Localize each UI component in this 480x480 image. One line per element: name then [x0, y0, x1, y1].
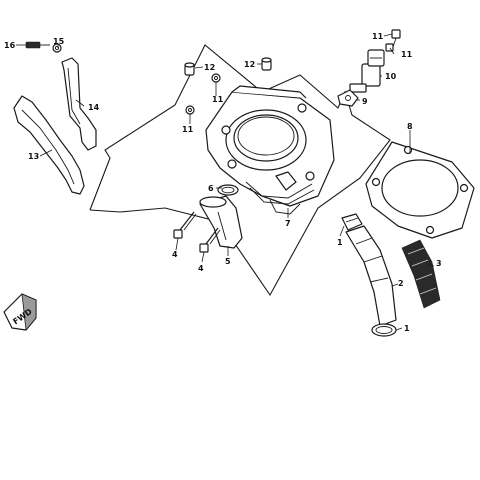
callout-16: 16 [4, 41, 16, 50]
callout-9: 9 [362, 97, 368, 106]
chain-guide-part-13 [13, 95, 85, 195]
callout-8: 8 [407, 122, 413, 131]
bolt-part-16 [25, 41, 50, 49]
dowel-part-12-left [184, 62, 195, 76]
hose-clamp-part-1-lower [371, 323, 397, 337]
callout-11-tensioner-top: 11 [372, 32, 384, 41]
callout-7: 7 [285, 219, 291, 228]
callout-12-right: 12 [244, 60, 255, 69]
hose-clamp-part-1-upper [341, 213, 363, 231]
bolt-part-4-upper [173, 211, 197, 239]
callout-1-lower: 1 [404, 324, 410, 333]
tensioner-arm-part-14 [61, 57, 97, 151]
nut-part-11-a [211, 73, 221, 83]
callout-12-left: 12 [204, 63, 215, 72]
nut-part-15 [52, 43, 62, 53]
callout-6: 6 [208, 184, 214, 193]
callout-11-upper: 11 [212, 95, 224, 104]
air-hose-part-2 [345, 225, 397, 327]
callout-3: 3 [436, 259, 442, 268]
callout-14: 14 [88, 103, 100, 112]
chain-tensioner-part-10 [349, 49, 385, 93]
callout-5: 5 [225, 257, 231, 266]
callout-13: 13 [28, 152, 39, 161]
callout-4-upper: 4 [172, 250, 178, 259]
tensioner-gasket-part-9 [337, 89, 359, 107]
callout-1-upper: 1 [337, 238, 343, 247]
leader-lines [16, 33, 435, 331]
callout-15: 15 [53, 37, 65, 46]
forward-arrow-icon [3, 293, 37, 331]
o-ring-part-6 [217, 184, 239, 196]
filter-element-part-3 [401, 239, 441, 309]
callout-10: 10 [385, 72, 397, 81]
callout-4-lower: 4 [198, 264, 204, 273]
intake-pipe-part-5 [199, 195, 243, 249]
callout-11-tensioner-side: 11 [401, 50, 413, 59]
screw-part-11-lower [385, 43, 394, 52]
dowel-part-12-right [261, 57, 272, 71]
callout-2: 2 [398, 279, 404, 288]
cylinder-gasket-part-8 [365, 141, 475, 239]
callout-11-lower: 11 [182, 125, 194, 134]
cylinder-block-part-7 [205, 85, 335, 215]
nut-part-11-b [185, 105, 195, 115]
